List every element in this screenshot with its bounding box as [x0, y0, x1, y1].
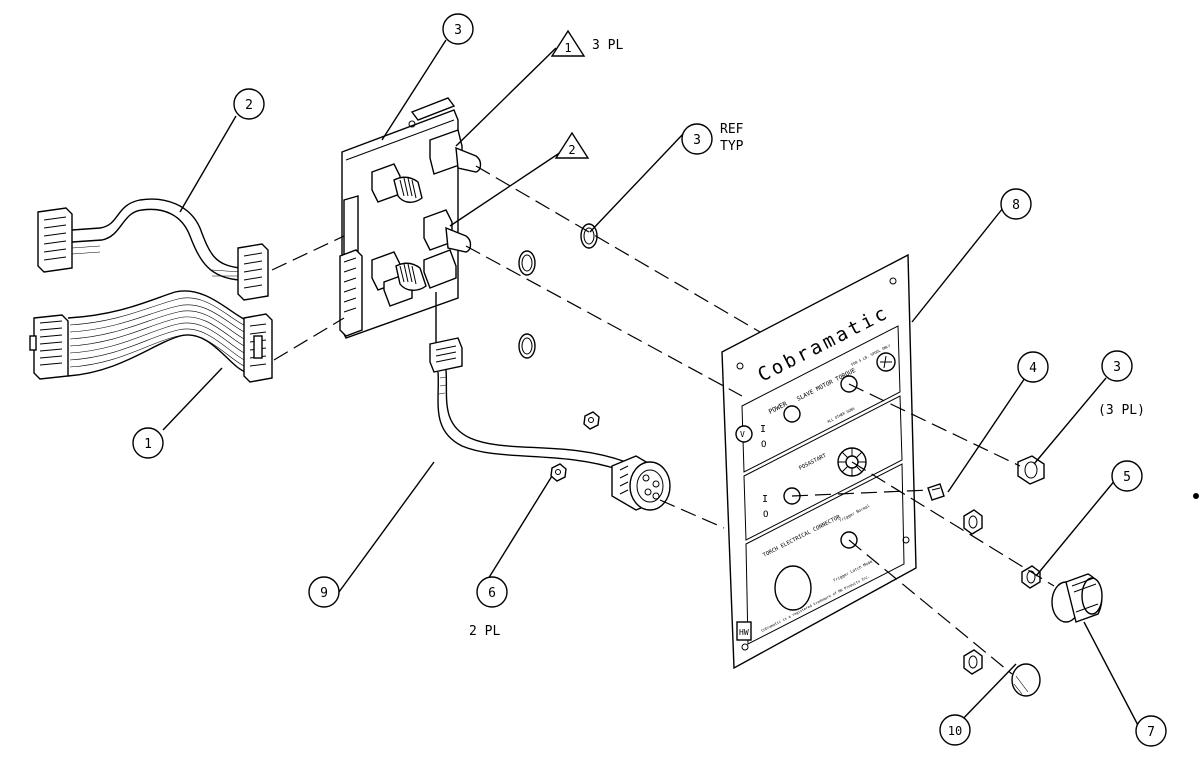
callout-balloon: 9: [308, 576, 340, 608]
callout-balloon: 5: [1111, 460, 1143, 492]
callout-balloon: 8: [1000, 188, 1032, 220]
hex-nut: [550, 463, 567, 482]
lamp-bulb: [927, 483, 945, 501]
flag-note: 3 PL: [592, 38, 623, 53]
hex-nut-small: [1021, 565, 1041, 589]
wire-harness-assembly: [37, 198, 269, 301]
callout-number: 3: [693, 133, 701, 148]
leader-lines: [162, 39, 1142, 732]
callout-note: 2 PL: [469, 624, 500, 639]
explode-lines: [271, 165, 1055, 675]
power-off-mark: O: [761, 440, 766, 450]
callout-balloon: 3 (3 PL): [1098, 350, 1145, 418]
front-panel: Cobramatic POWER SLAVE MOTOR TORQUE FOR …: [721, 253, 917, 670]
lock-washer: [580, 223, 598, 249]
callout-balloon: 1: [132, 427, 164, 459]
callout-number: 6: [488, 586, 496, 601]
callout-balloon: 7: [1135, 715, 1167, 747]
ribbon-cable-assembly: [29, 290, 273, 383]
jam-nut: [963, 649, 983, 675]
callout-balloon: 3: [442, 13, 474, 45]
callout-note: TYP: [720, 139, 744, 154]
knob: [1051, 573, 1103, 623]
callout-number: 5: [1123, 470, 1131, 485]
gun-symbol: HW: [739, 628, 749, 637]
callout-balloon: 6 2 PL: [469, 576, 508, 639]
callout-number: 4: [1029, 361, 1037, 376]
callout-note: REF: [720, 122, 744, 137]
callout-number: 3: [454, 23, 462, 38]
callout-number: 7: [1147, 725, 1155, 740]
callout-balloon: 10: [939, 714, 971, 746]
flag-number: 1: [564, 41, 571, 55]
callout-number: 8: [1012, 198, 1020, 213]
jam-nut: [963, 509, 983, 535]
torch-cable-assembly: [437, 369, 671, 511]
callout-note: (3 PL): [1098, 403, 1145, 418]
posastart-on-mark: I: [762, 494, 768, 505]
callout-balloon: 3 REF TYP: [681, 122, 744, 155]
edge-dot: [1193, 493, 1199, 499]
lock-washer: [518, 250, 536, 276]
callout-number: 9: [320, 586, 328, 601]
power-on-mark: I: [760, 424, 766, 435]
posastart-off-mark: O: [763, 510, 768, 520]
flag-number: 2: [568, 143, 575, 157]
hex-nut: [583, 411, 600, 430]
pc-board-assembly: [339, 97, 482, 373]
triangle-flag: 1 3 PL: [550, 29, 623, 57]
callout-number: 10: [948, 724, 962, 738]
hex-nut-large: [1017, 455, 1045, 485]
callout-number: 3: [1113, 360, 1121, 375]
callout-number: 1: [144, 437, 152, 452]
lock-washer: [518, 333, 536, 359]
button-cap: [1011, 663, 1041, 697]
triangle-flag: 2: [554, 131, 590, 159]
callout-number: 2: [245, 98, 253, 113]
callout-balloon: 2: [233, 88, 265, 120]
volt-symbol: V: [740, 430, 745, 439]
callout-balloon: 4: [1017, 351, 1049, 383]
